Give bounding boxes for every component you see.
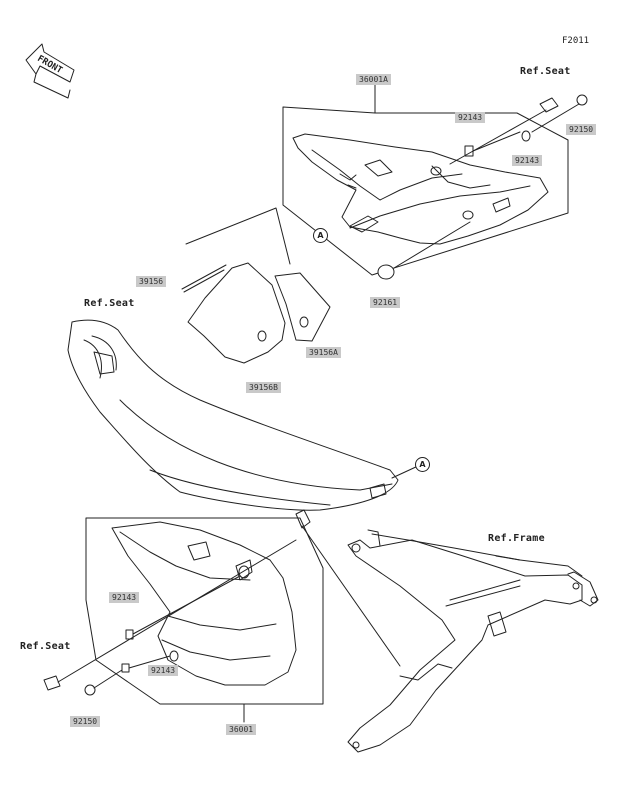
- bolt-ref-seat-bottom: [43, 539, 297, 691]
- label-92143-right-top: 92143: [455, 112, 486, 123]
- ref-seat-bottom: Ref.Seat: [20, 641, 71, 652]
- label-92143-left-top: 92143: [109, 592, 140, 603]
- collar-92143: [521, 130, 531, 142]
- damper-92161: [377, 221, 471, 280]
- label-92150-right: 92150: [566, 124, 597, 135]
- label-36001: 36001: [226, 724, 257, 735]
- subframe: [347, 529, 599, 753]
- label-39156A: 39156A: [306, 347, 341, 358]
- bolt-92143-upper: [464, 131, 521, 157]
- label-92143-left-mid: 92143: [148, 665, 179, 676]
- figure-code: F2011: [562, 36, 590, 46]
- bolt-92150-right: [531, 94, 588, 133]
- ref-frame: Ref.Frame: [488, 533, 545, 544]
- ref-seat-top: Ref.Seat: [520, 66, 571, 77]
- pad-39156B: [187, 262, 286, 364]
- label-92150-left: 92150: [70, 716, 101, 727]
- callout-a-upper: A: [313, 228, 328, 243]
- bracket-36001: [85, 517, 324, 705]
- left-side-cover: [111, 521, 297, 686]
- callout-a-lower: A: [415, 457, 430, 472]
- pad-39156: [181, 207, 291, 293]
- right-side-cover: [292, 133, 549, 245]
- label-39156B: 39156B: [246, 382, 281, 393]
- label-92161: 92161: [370, 297, 401, 308]
- label-36001A: 36001A: [356, 74, 391, 85]
- bolt-92150-left: [84, 669, 123, 696]
- bracket-36001A: [282, 106, 569, 276]
- ref-seat-mid: Ref.Seat: [84, 298, 135, 309]
- seat: [67, 319, 399, 529]
- bolt-ref-seat-top: [449, 97, 559, 165]
- front-arrow-icon: [25, 43, 75, 99]
- label-92143-right-mid: 92143: [512, 155, 543, 166]
- label-39156: 39156: [136, 276, 167, 287]
- pad-39156A: [274, 272, 331, 342]
- bolt-92143-left-mid: [121, 655, 171, 673]
